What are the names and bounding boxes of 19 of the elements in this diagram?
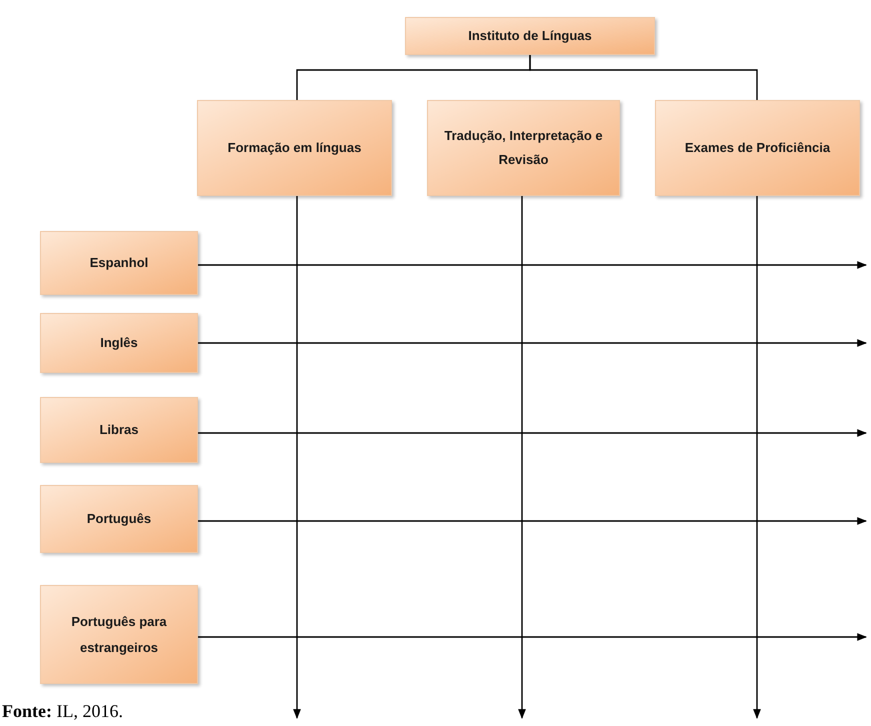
- category-box: Inglês: [40, 313, 198, 373]
- category-box: Libras: [40, 397, 198, 463]
- arrow: [293, 196, 301, 719]
- arrow: [198, 517, 867, 525]
- category-box: Instituto de Línguas: [405, 17, 655, 55]
- category-box: Tradução, Interpretação e Revisão: [427, 100, 620, 196]
- arrow: [518, 196, 526, 719]
- category-box: Espanhol: [40, 231, 198, 295]
- category-box: Formação em línguas: [197, 100, 392, 196]
- arrow: [198, 339, 867, 347]
- caption: Fonte: IL, 2016.: [2, 700, 123, 722]
- connector-line: [529, 55, 758, 100]
- arrow: [198, 261, 867, 269]
- arrow: [198, 429, 867, 437]
- category-box: Exames de Proficiência: [655, 100, 860, 196]
- arrow: [753, 196, 761, 719]
- category-box: Português: [40, 485, 198, 553]
- arrow: [198, 633, 867, 641]
- category-box: Português para estrangeiros: [40, 585, 198, 684]
